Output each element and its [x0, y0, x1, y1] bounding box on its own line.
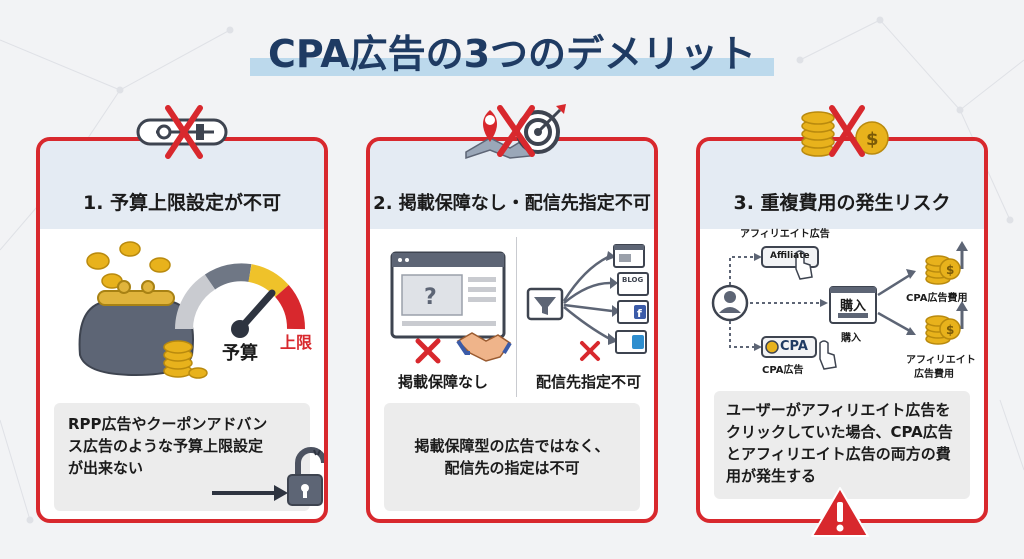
card-header: 2. 掲載保障なし・配信先指定不可 — [370, 141, 654, 229]
purchase-box-text: 購入 — [840, 299, 867, 314]
unlocked-padlock-icon — [212, 447, 324, 506]
card-duplicate-cost-risk: 3. 重複費用の発生リスク — [696, 137, 988, 523]
limit-label: 上限 — [280, 333, 313, 352]
coins-crossed-icon: $ — [801, 105, 889, 157]
divider — [516, 237, 517, 397]
affiliate-cost-label-line1: アフィリエイト — [906, 355, 976, 366]
no-targeting-label: 配信先指定不可 — [536, 373, 642, 391]
purchase-label: 購入 — [841, 333, 861, 344]
slider-crossed-icon — [136, 105, 228, 159]
cpa-badge: CPA — [780, 339, 808, 354]
card-no-placement-guarantee: 2. 掲載保障なし・配信先指定不可 ? 掲載保障なし — [366, 137, 658, 523]
card-heading: 2. 掲載保障なし・配信先指定不可 — [373, 193, 651, 214]
svg-text:$: $ — [946, 323, 954, 337]
card-budget-limit: 1. 予算上限設定が不可 — [36, 137, 328, 523]
handshake-icon — [456, 332, 512, 362]
target-pin-crossed-icon — [465, 104, 566, 160]
card-heading: 1. 予算上限設定が不可 — [82, 192, 282, 214]
page-title: CPA広告の3つのデメリット — [249, 30, 775, 78]
budget-gauge-icon — [175, 263, 305, 338]
card-heading: 3. 重複費用の発生リスク — [733, 192, 951, 214]
filter-distribution-icon: f — [526, 244, 649, 361]
affiliate-badge: Affiliate — [770, 251, 810, 261]
browser-question-icon: ? — [390, 251, 506, 364]
no-guarantee-label: 掲載保障なし — [398, 373, 489, 391]
warning-icon — [811, 487, 869, 537]
svg-text:$: $ — [946, 263, 954, 277]
cpa-cost-label: CPA広告費用 — [906, 293, 968, 304]
svg-text:?: ? — [424, 285, 437, 310]
gauge-label: 予算 — [222, 343, 258, 364]
card-header: 3. 重複費用の発生リスク — [700, 141, 984, 229]
card-header: 1. 予算上限設定が不可 — [40, 141, 324, 229]
note-text: ユーザーがアフィリエイト広告をクリックしていた場合、CPA広告とアフィリエイト広… — [714, 391, 970, 499]
coin-purse-icon — [78, 241, 208, 379]
svg-text:$: $ — [866, 129, 879, 150]
svg-text:f: f — [637, 307, 642, 320]
affiliate-cost-label-line2: 広告費用 — [914, 369, 954, 380]
note-text: 掲載保障型の広告ではなく、 配信先の指定は不可 — [384, 403, 640, 511]
cost-flow-diagram: $ $ — [711, 241, 968, 370]
blog-label: BLOG — [622, 276, 644, 284]
affiliate-ad-label: アフィリエイト広告 — [740, 229, 830, 240]
cpa-ad-label: CPA広告 — [762, 365, 804, 376]
